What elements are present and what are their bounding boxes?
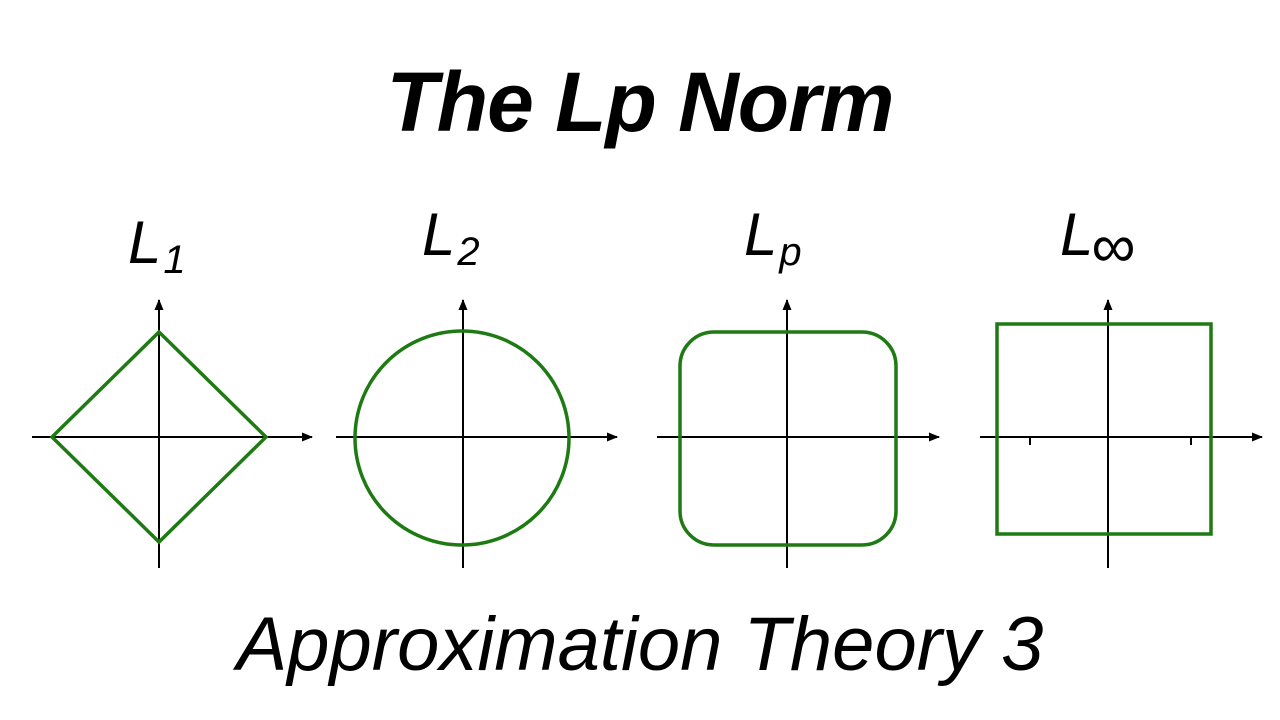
linf-unit-ball-square xyxy=(995,322,1213,536)
label-linf-norm: L∞ xyxy=(1060,200,1136,281)
panel-l2 xyxy=(336,299,618,568)
subtitle: Approximation Theory 3 xyxy=(236,602,1044,687)
panel-lp xyxy=(657,299,940,568)
label-l2-norm: L2 xyxy=(422,200,480,277)
page-title: The Lp Norm xyxy=(386,55,895,149)
norm-subscript: 1 xyxy=(163,238,186,282)
lp-unit-ball-rounded-square xyxy=(678,330,898,547)
label-l1-norm: L1 xyxy=(128,208,186,285)
norm-subscript: p xyxy=(779,230,802,274)
norm-subscript: ∞ xyxy=(1091,212,1136,281)
norm-letter: L xyxy=(744,201,778,268)
l2-unit-ball-circle xyxy=(353,329,571,547)
panel-linf xyxy=(980,299,1263,568)
norm-subscript: 2 xyxy=(457,230,480,274)
label-lp-norm: Lp xyxy=(744,200,802,277)
norm-letter: L xyxy=(128,209,162,276)
l1-unit-ball-diamond xyxy=(49,329,269,545)
norm-letter: L xyxy=(422,201,456,268)
norm-letter: L xyxy=(1060,201,1094,268)
panel-l1 xyxy=(32,299,313,568)
